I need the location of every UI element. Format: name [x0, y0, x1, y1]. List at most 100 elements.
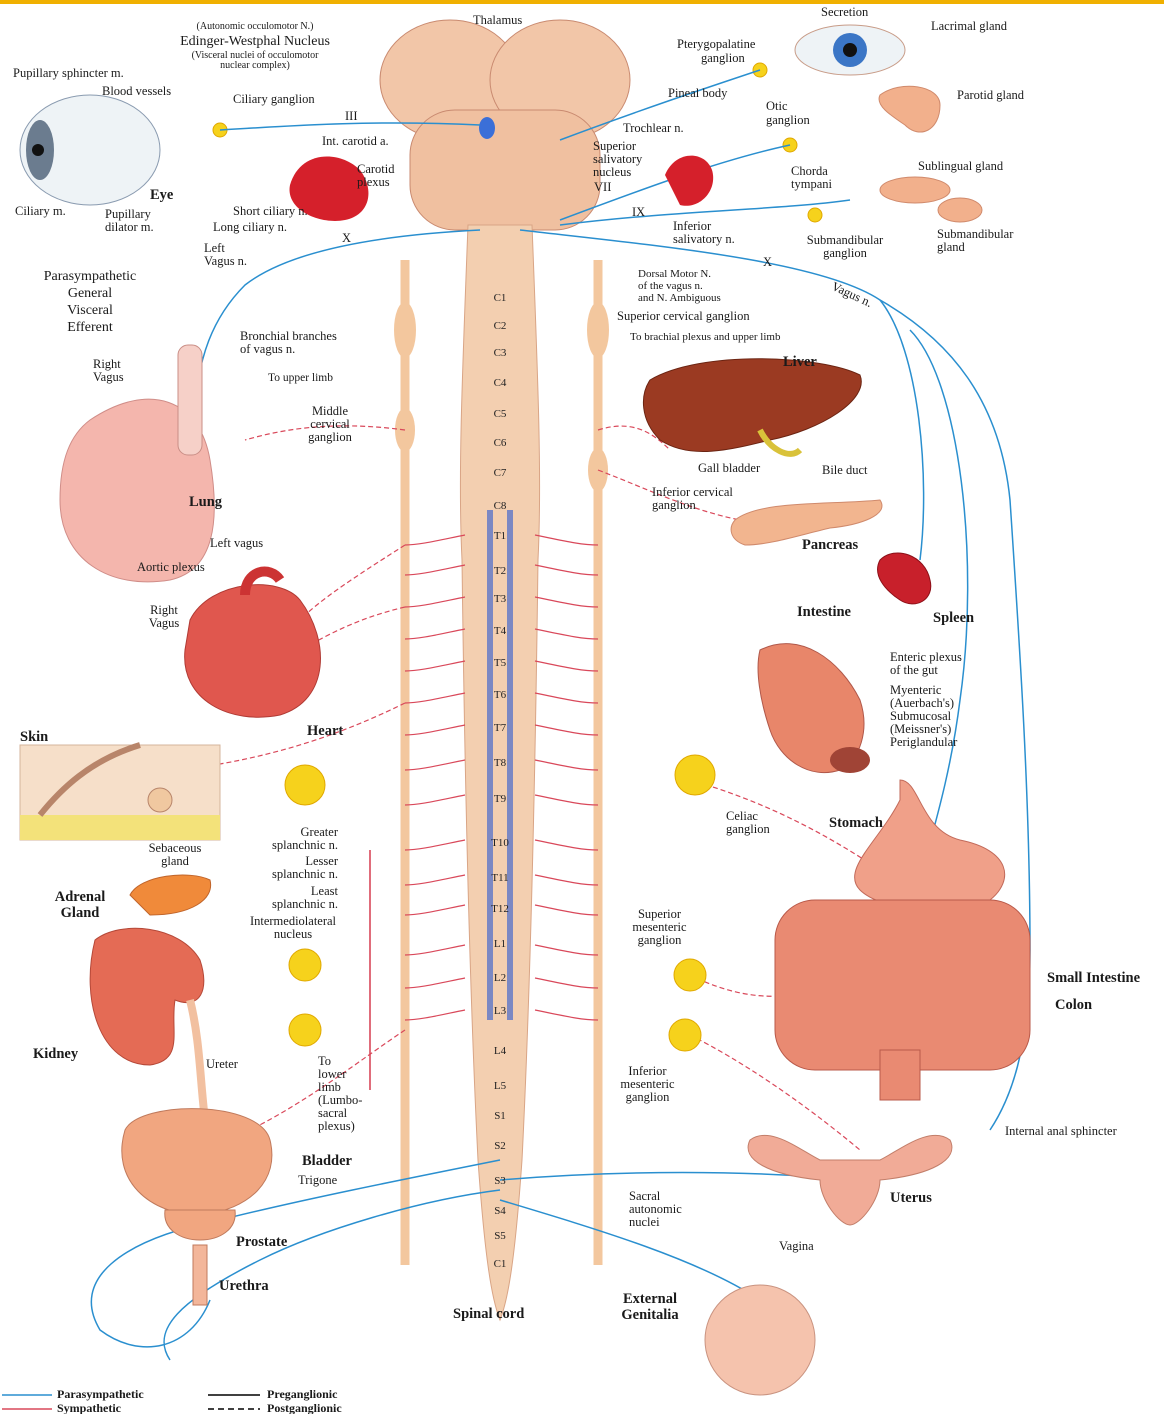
legend-preganglionic: Preganglionic: [267, 1388, 337, 1401]
segment-label-l4: L4: [480, 1045, 520, 1057]
label-colon: Colon: [1055, 997, 1092, 1013]
label-liver: Liver: [783, 354, 817, 370]
segment-label-t7: T7: [480, 722, 520, 734]
label-sublingual-gland: Sublingual gland: [918, 160, 1003, 173]
segment-label-c8: C8: [480, 500, 520, 512]
segment-label-c6: C6: [480, 437, 520, 449]
label-otic: Otic: [766, 100, 788, 113]
label-aortic-plexus: Aortic plexus: [137, 561, 205, 574]
label-to-lower-limb: To lower limb (Lumbo- sacral plexus): [318, 1055, 362, 1133]
label-right-vagus-top: Right Vagus: [93, 358, 124, 384]
label-submandibular-gland: Submandibular gland: [937, 228, 1013, 254]
label-urethra: Urethra: [219, 1278, 269, 1294]
label-superior-cervical: Superior cervical ganglion: [617, 310, 750, 323]
uterus-illustration: [748, 1135, 952, 1225]
legend-postganglionic: Postganglionic: [267, 1402, 342, 1414]
label-thalamus: Thalamus: [473, 14, 522, 27]
segment-label-c4: C4: [480, 377, 520, 389]
segment-label-s3: S3: [480, 1175, 520, 1187]
segment-label-t12: T12: [480, 903, 520, 915]
label-nerve-x-right: X: [763, 256, 772, 269]
label-parotid-gland: Parotid gland: [957, 89, 1024, 102]
segment-label-t10: T10: [480, 837, 520, 849]
label-lung: Lung: [189, 494, 222, 510]
label-autonomic-occulomotor: (Autonomic occulomotor N.): [160, 21, 350, 32]
label-ciliary-ganglion: Ciliary ganglion: [233, 93, 315, 106]
label-to-brachial: To brachial plexus and upper limb: [630, 332, 780, 343]
salivary-glands: [879, 86, 982, 222]
label-nuclear-complex: nuclear complex): [160, 60, 350, 71]
segment-label-t5: T5: [480, 657, 520, 669]
label-dorsal-motor: Dorsal Motor N. of the vagus n. and N. A…: [638, 268, 721, 304]
label-to-upper-limb: To upper limb: [268, 372, 333, 385]
label-right-vagus-heart: Right Vagus: [134, 604, 194, 630]
spleen-illustration: [878, 553, 931, 604]
label-submandibular-ganglion: Submandibular ganglion: [785, 234, 905, 260]
label-spleen: Spleen: [933, 610, 974, 626]
label-vagina: Vagina: [779, 1240, 814, 1253]
label-nerve-vii: VII: [594, 181, 611, 194]
label-superior-mesenteric: Superior mesenteric ganglion: [622, 908, 697, 947]
segment-label-c1: C1: [480, 1258, 520, 1270]
segment-label-s5: S5: [480, 1230, 520, 1242]
label-blood-vessels: Blood vessels: [102, 85, 171, 98]
lung-illustration: [60, 345, 214, 582]
label-greater-splanchnic: Greater splanchnic n.: [250, 826, 338, 852]
label-gall-bladder: Gall bladder: [698, 462, 760, 475]
label-myenteric: Myenteric (Auerbach's) Submucosal (Meiss…: [890, 684, 957, 749]
label-uterus: Uterus: [890, 1190, 932, 1206]
label-nerve-x-left: X: [342, 232, 351, 245]
segment-label-t6: T6: [480, 689, 520, 701]
label-intermediolateral: Intermediolateral nucleus: [218, 915, 368, 941]
eye-illustration: [20, 95, 160, 205]
segment-label-l1: L1: [480, 938, 520, 950]
segment-label-t2: T2: [480, 565, 520, 577]
label-nerve-iii: III: [345, 110, 358, 123]
segment-label-t4: T4: [480, 625, 520, 637]
segment-label-t11: T11: [480, 872, 520, 884]
segment-label-c1: C1: [480, 292, 520, 304]
label-left-vagus: Left vagus: [210, 537, 263, 550]
bladder-illustration: [122, 1109, 272, 1305]
segment-label-s2: S2: [480, 1140, 520, 1152]
label-celiac-ganglion: Celiac ganglion: [726, 810, 770, 836]
label-small-intestine: Small Intestine: [1047, 970, 1140, 986]
label-least-splanchnic: Least splanchnic n.: [246, 885, 338, 911]
label-eye: Eye: [150, 187, 173, 203]
label-middle-cervical: Middle cervical ganglion: [285, 405, 375, 444]
label-chorda-tympani: Chorda tympani: [791, 165, 832, 191]
label-carotid-plexus: Carotid plexus: [357, 163, 395, 189]
label-edinger-westphal: Edinger-Westphal Nucleus: [150, 34, 360, 49]
segment-label-s4: S4: [480, 1205, 520, 1217]
label-bile-duct: Bile duct: [822, 464, 867, 477]
segment-label-c3: C3: [480, 347, 520, 359]
label-pterygopalatine: Pterygopalatine: [677, 38, 755, 51]
label-int-carotid: Int. carotid a.: [322, 135, 389, 148]
label-pupillary-dilator: Pupillary dilator m.: [105, 208, 154, 234]
label-inferior-cervical: Inferior cervical ganglion: [652, 486, 733, 512]
legend-parasympathetic: Parasympathetic: [57, 1388, 144, 1401]
genitalia-illustration: [705, 1285, 815, 1395]
label-superior-salivatory: Superior salivatory nucleus: [593, 140, 642, 179]
label-long-ciliary: Long ciliary n.: [213, 221, 287, 234]
label-otic-ganglion: ganglion: [766, 114, 810, 127]
label-sebaceous-gland: Sebaceous gland: [140, 842, 210, 868]
label-adrenal-gland: Adrenal Gland: [40, 889, 120, 921]
label-left-vagus-n: Left Vagus n.: [204, 242, 247, 268]
label-skin: Skin: [20, 729, 48, 745]
label-pupillary-sphincter: Pupillary sphincter m.: [13, 67, 124, 80]
spinal-cord-illustration: [460, 225, 539, 1320]
label-heart: Heart: [307, 723, 343, 739]
label-enteric-plexus: Enteric plexus of the gut: [890, 651, 962, 677]
label-parasympathetic-gve: Parasympathetic General Visceral Efferen…: [25, 268, 155, 336]
label-pancreas: Pancreas: [802, 537, 858, 553]
label-inferior-salivatory: Inferior salivatory n.: [673, 220, 735, 246]
brain-illustration: [380, 20, 630, 230]
intestine-section-illustration: [758, 644, 870, 773]
segment-label-c7: C7: [480, 467, 520, 479]
label-sacral-autonomic: Sacral autonomic nuclei: [629, 1190, 682, 1229]
label-spinal-cord: Spinal cord: [453, 1306, 524, 1322]
label-intestine: Intestine: [797, 604, 851, 620]
